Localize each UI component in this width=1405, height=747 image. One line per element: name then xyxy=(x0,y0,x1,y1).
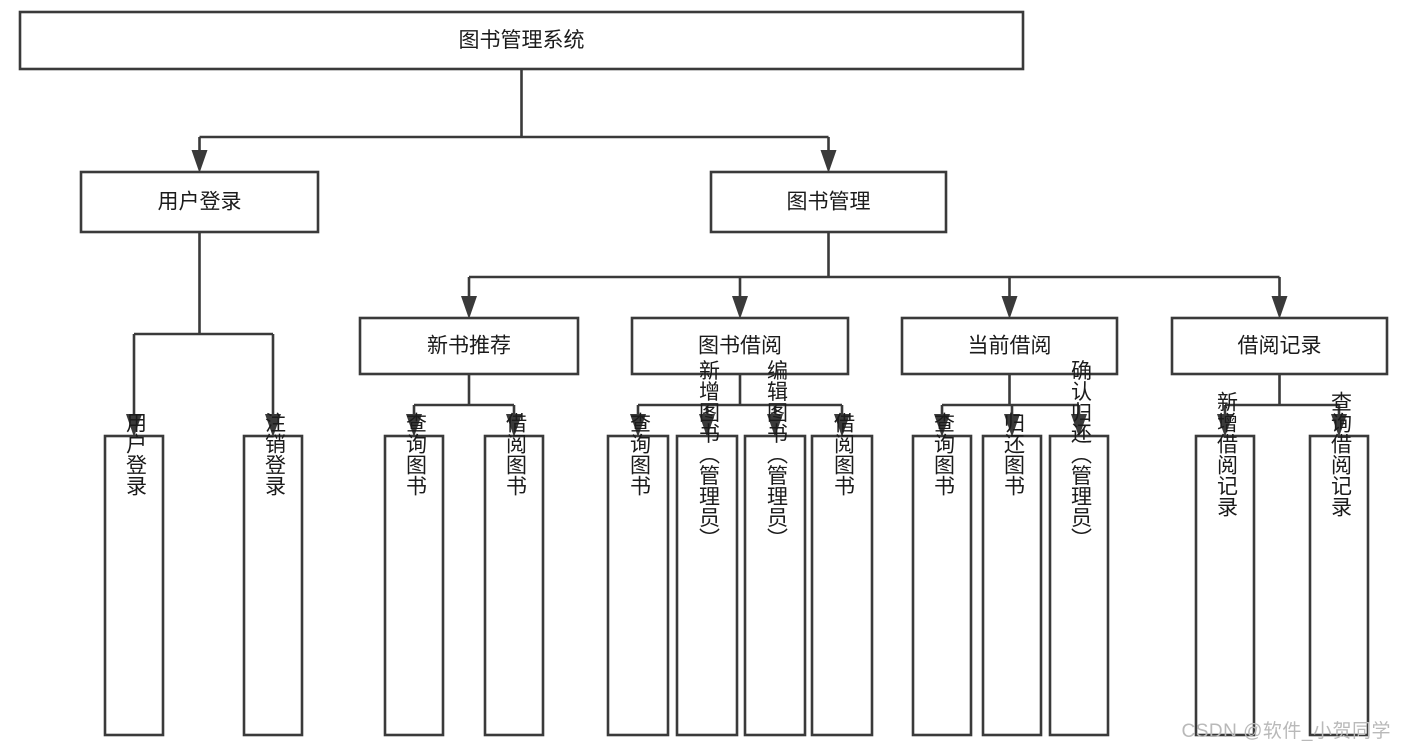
node-box[interactable] xyxy=(103,434,165,737)
arrow-head-icon xyxy=(699,414,715,437)
arrow-head-icon xyxy=(506,414,522,437)
node-box[interactable] xyxy=(383,434,445,737)
node-leaf-user-login[interactable]: 用户登录 xyxy=(103,412,165,737)
arrow-head-icon xyxy=(834,414,850,437)
arrow-head-icon xyxy=(767,414,783,437)
node-box[interactable] xyxy=(483,434,545,737)
node-label: 确认归还（管理员） xyxy=(1069,360,1093,549)
node-box[interactable] xyxy=(911,434,973,737)
node-leaf-confirm-return[interactable]: 确认归还（管理员） xyxy=(1048,360,1110,737)
arrow-head-icon xyxy=(191,150,208,173)
node-leaf-borrow-book[interactable]: 借阅图书 xyxy=(810,412,874,737)
arrow-head-icon xyxy=(934,414,950,437)
arrow-head-icon xyxy=(732,296,748,319)
node-label: 用户登录 xyxy=(158,191,242,214)
arrow-head-icon xyxy=(461,296,477,319)
node-leaf-borrow-book-rec[interactable]: 借阅图书 xyxy=(483,412,545,737)
node-label: 新增图书（管理员） xyxy=(697,360,721,549)
node-label: 新书推荐 xyxy=(427,335,511,358)
node-leaf-logout[interactable]: 注销登录 xyxy=(242,412,304,737)
node-box[interactable] xyxy=(981,434,1043,737)
node-box[interactable] xyxy=(1194,434,1256,737)
node-label: 查询图书 xyxy=(932,412,956,496)
node-leaf-query-book-current[interactable]: 查询图书 xyxy=(911,412,973,737)
arrow-head-icon xyxy=(126,414,142,437)
node-layer: 图书管理系统用户登录图书管理新书推荐图书借阅当前借阅借阅记录用户登录注销登录查询… xyxy=(18,10,1389,737)
node-label: 注销登录 xyxy=(263,412,287,496)
node-label: 借阅图书 xyxy=(832,412,856,496)
node-label: 归还图书 xyxy=(1002,412,1026,496)
node-borrow-record[interactable]: 借阅记录 xyxy=(1170,316,1389,376)
node-leaf-query-book-rec[interactable]: 查询图书 xyxy=(383,412,445,737)
node-label: 编辑图书（管理员） xyxy=(765,360,789,549)
node-label: 借阅记录 xyxy=(1238,335,1322,358)
node-box[interactable] xyxy=(358,316,580,376)
node-label: 图书借阅 xyxy=(698,335,782,358)
node-box[interactable] xyxy=(18,10,1025,71)
arrow-head-icon xyxy=(1071,414,1087,437)
node-new-book-rec[interactable]: 新书推荐 xyxy=(358,316,580,376)
node-box[interactable] xyxy=(709,170,948,234)
node-box[interactable] xyxy=(606,434,670,737)
node-leaf-return-book[interactable]: 归还图书 xyxy=(981,412,1043,737)
node-leaf-edit-book[interactable]: 编辑图书（管理员） xyxy=(743,360,807,737)
node-box[interactable] xyxy=(900,316,1119,376)
node-current-borrow[interactable]: 当前借阅 xyxy=(900,316,1119,376)
node-box[interactable] xyxy=(1048,434,1110,737)
node-box[interactable] xyxy=(743,434,807,737)
arrow-head-icon xyxy=(630,414,646,437)
node-label: 当前借阅 xyxy=(968,335,1052,358)
node-book-manage[interactable]: 图书管理 xyxy=(709,170,948,234)
node-box[interactable] xyxy=(1170,316,1389,376)
arrow-head-icon xyxy=(1331,414,1347,437)
node-box[interactable] xyxy=(79,170,320,234)
node-leaf-add-borrow-record[interactable]: 新增借阅记录 xyxy=(1194,391,1256,737)
node-user-login[interactable]: 用户登录 xyxy=(79,170,320,234)
node-box[interactable] xyxy=(1308,434,1370,737)
node-box[interactable] xyxy=(810,434,874,737)
node-root[interactable]: 图书管理系统 xyxy=(18,10,1025,71)
node-box[interactable] xyxy=(242,434,304,737)
arrow-head-icon xyxy=(1001,296,1018,319)
arrow-head-icon xyxy=(1271,296,1288,319)
arrow-head-icon xyxy=(265,414,281,437)
node-book-borrow[interactable]: 图书借阅 xyxy=(630,316,850,376)
node-leaf-query-book-borrow[interactable]: 查询图书 xyxy=(606,412,670,737)
node-label: 用户登录 xyxy=(124,412,148,496)
node-leaf-add-book[interactable]: 新增图书（管理员） xyxy=(675,360,739,737)
node-label: 图书管理 xyxy=(787,191,871,214)
node-label: 新增借阅记录 xyxy=(1215,391,1239,517)
node-leaf-query-borrow-record[interactable]: 查询借阅记录 xyxy=(1308,391,1370,737)
arrow-head-icon xyxy=(1004,414,1020,437)
node-label: 查询图书 xyxy=(404,412,428,496)
node-box[interactable] xyxy=(675,434,739,737)
node-label: 图书管理系统 xyxy=(459,29,585,52)
node-label: 查询图书 xyxy=(628,412,652,496)
arrow-head-icon xyxy=(1217,414,1233,437)
connector-layer xyxy=(126,69,1347,437)
arrow-head-icon xyxy=(406,414,422,437)
node-box[interactable] xyxy=(630,316,850,376)
node-label: 查询借阅记录 xyxy=(1329,391,1353,517)
arrow-head-icon xyxy=(820,150,837,173)
node-label: 借阅图书 xyxy=(504,412,528,496)
